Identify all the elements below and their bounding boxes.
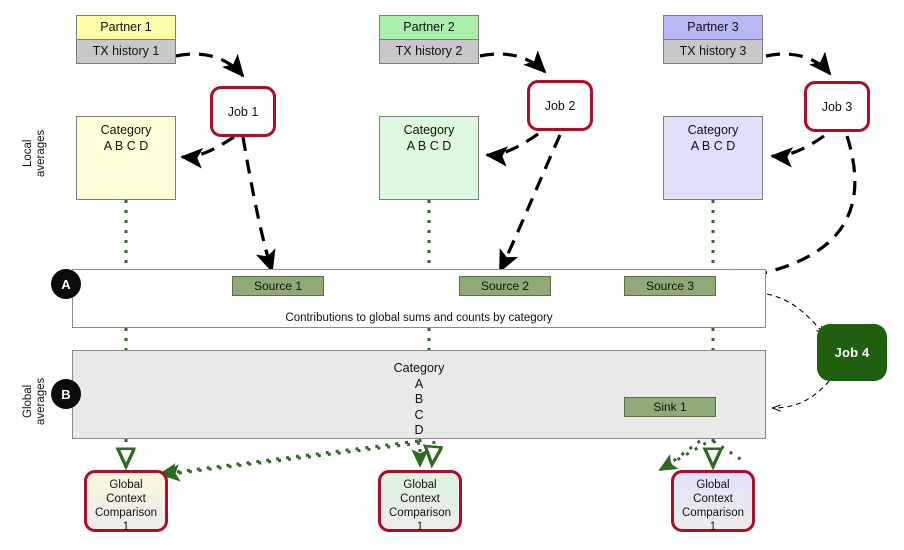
sink-box-1[interactable]: Sink 1 <box>624 397 716 417</box>
job-node-3[interactable]: Job 3 <box>804 81 870 132</box>
panel-b-category-title: Category <box>393 361 445 375</box>
category-item-b-1: B <box>114 138 124 153</box>
partner-card-2[interactable]: Partner 2 TX history 2 <box>379 15 479 64</box>
category-item-c-1: C <box>126 138 136 153</box>
global-context-comparison-3[interactable]: Global Context Comparison 1 <box>671 470 755 533</box>
source-box-2[interactable]: Source 2 <box>459 276 551 296</box>
gcc-2-line-4: 1 <box>416 521 424 533</box>
category-item-c-3: C <box>713 138 723 153</box>
partner-header-3: Partner 3 <box>664 16 762 40</box>
panel-b-category-item-d: D <box>414 423 424 437</box>
partner-header-2: Partner 2 <box>380 16 478 40</box>
panel-a-caption: Contributions to global sums and counts … <box>285 312 553 324</box>
category-item-a-1: A <box>103 138 112 153</box>
global-context-comparison-1[interactable]: Global Context Comparison 1 <box>84 470 168 533</box>
category-item-b-2: B <box>417 138 427 153</box>
partner-card-1[interactable]: Partner 1 TX history 1 <box>76 15 176 64</box>
category-item-a-2: A <box>406 138 415 153</box>
category-title-3: Category <box>687 123 739 137</box>
category-item-d-1: D <box>139 138 149 153</box>
panel-b-category-list: Category A B C D <box>379 361 459 439</box>
gcc-1-line-1: Global <box>109 479 143 491</box>
source-label-3: Source 3 <box>645 279 695 293</box>
partner-card-3[interactable]: Partner 3 TX history 3 <box>663 15 763 64</box>
source-box-1[interactable]: Source 1 <box>232 276 324 296</box>
job-label-3: Job 3 <box>821 99 853 114</box>
job-node-2[interactable]: Job 2 <box>527 80 593 131</box>
gcc-1-line-2: Context <box>106 493 146 505</box>
category-title-1: Category <box>100 123 152 137</box>
category-item-d-2: D <box>442 138 452 153</box>
panel-b-category-item-b: B <box>414 392 424 406</box>
tx-history-3: TX history 3 <box>664 40 762 63</box>
category-item-a-3: A <box>690 138 699 153</box>
source-label-1: Source 1 <box>253 279 303 293</box>
side-label-local-averages: Local averages <box>22 129 47 177</box>
gcc-2-line-2: Context <box>400 493 440 505</box>
badge-a: A <box>51 269 81 299</box>
category-title-2: Category <box>403 123 455 137</box>
gcc-3-line-3: Comparison <box>682 507 744 519</box>
job-node-4[interactable]: Job 4 <box>817 324 887 381</box>
panel-b-category-item-a: A <box>414 376 424 391</box>
badge-b: B <box>51 379 81 409</box>
source-label-2: Source 2 <box>480 279 530 293</box>
global-context-comparison-2[interactable]: Global Context Comparison 1 <box>378 470 462 533</box>
sink-label-1: Sink 1 <box>653 400 687 414</box>
category-box-1[interactable]: Category A B C D <box>76 116 176 200</box>
gcc-3-line-4: 1 <box>709 521 717 533</box>
source-box-3[interactable]: Source 3 <box>624 276 716 296</box>
job-label-2: Job 2 <box>544 98 576 113</box>
gcc-2-line-1: Global <box>403 479 437 491</box>
gcc-1-line-4: 1 <box>122 521 130 533</box>
job-label-1: Job 1 <box>227 104 259 119</box>
side-label-global-averages: Global averages <box>22 377 47 425</box>
gcc-3-line-1: Global <box>696 479 730 491</box>
gcc-3-line-2: Context <box>693 493 733 505</box>
category-box-3[interactable]: Category A B C D <box>663 116 763 200</box>
job-label-4: Job 4 <box>834 345 870 360</box>
job-node-1[interactable]: Job 1 <box>210 86 276 137</box>
gcc-1-line-3: Comparison <box>95 507 157 519</box>
tx-history-1: TX history 1 <box>77 40 175 63</box>
gcc-2-line-3: Comparison <box>389 507 451 519</box>
category-item-b-3: B <box>701 138 711 153</box>
panel-b-category-item-c: C <box>414 407 424 422</box>
partner-header-1: Partner 1 <box>77 16 175 40</box>
category-item-d-3: D <box>726 138 736 153</box>
panel-b-global-averages <box>72 350 766 439</box>
tx-history-2: TX history 2 <box>380 40 478 63</box>
category-box-2[interactable]: Category A B C D <box>379 116 479 200</box>
category-item-c-2: C <box>429 138 439 153</box>
